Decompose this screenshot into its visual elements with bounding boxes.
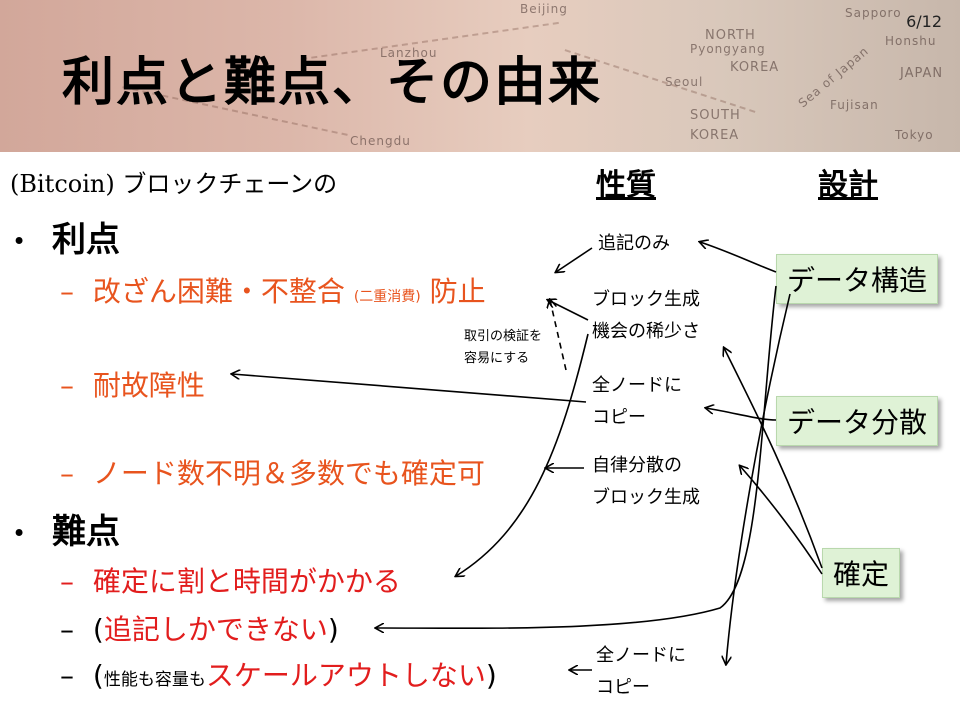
map-label: Sapporo (845, 6, 902, 20)
merits-heading-text: 利点 (52, 220, 120, 260)
merit-fault-text: 耐故障性 (92, 369, 205, 402)
property-copy-line1: 全ノードに (592, 375, 682, 396)
demerit-no-scaleout: – (性能も容量もスケールアウトしない) (60, 654, 497, 694)
subtitle: (Bitcoin) ブロックチェーンの (10, 170, 338, 198)
map-label: Seoul (665, 75, 704, 89)
demerit-append-text: 追記しかできない (103, 613, 328, 646)
demerit-scale-open: ( (92, 659, 104, 692)
slide-title: 利点と難点、その由来 (62, 53, 603, 113)
property-scarcity-line1: ブロック生成 (592, 289, 700, 310)
merit-tamper-end: 防止 (429, 275, 486, 308)
property-copy-all-nodes-2: 全ノードに コピー (596, 640, 686, 704)
design-finality-box: 確定 (822, 548, 901, 598)
property-autonomous-line2: ブロック生成 (592, 487, 700, 508)
map-label: Lanzhou (380, 46, 438, 60)
demerit-append-only: – (追記しかできない) (60, 608, 339, 648)
property-copy2-line1: 全ノードに (596, 645, 686, 666)
map-label: KOREA (730, 60, 780, 75)
arrow-append-to-tamper (556, 247, 593, 272)
property-autonomous-generation: 自律分散の ブロック生成 (592, 450, 700, 514)
arrow-structure-to-append-only-demerit (376, 285, 777, 628)
bullet-dot-icon: • (12, 519, 27, 548)
dash-icon: – (60, 275, 74, 308)
map-label: JAPAN (900, 66, 944, 81)
map-label: Chengdu (350, 134, 411, 148)
demerits-heading-text: 難点 (52, 512, 120, 552)
merit-tamper-small: (二重消費) (353, 289, 421, 305)
bullet-dot-icon: • (12, 227, 27, 256)
dash-icon: – (60, 457, 74, 490)
column-header-design: 設計 (818, 168, 878, 203)
property-append-only: 追記のみ (598, 233, 670, 254)
map-label: Fujisan (830, 98, 879, 112)
arrow-note-to-tamper (550, 300, 567, 371)
dash-icon: – (60, 659, 74, 692)
demerits-heading: • 難点 (12, 504, 120, 553)
property-copy2-line2: コピー (596, 677, 650, 698)
verification-note-line1: 取引の検証を (464, 329, 543, 344)
map-label: Tokyo (895, 128, 934, 142)
map-label: Pyongyang (690, 42, 766, 56)
arrow-distribution-to-copy (706, 408, 777, 421)
property-autonomous-line1: 自律分散の (592, 455, 682, 476)
title-banner: Beijing NORTH Pyongyang KOREA Seoul SOUT… (0, 0, 960, 152)
demerit-finality-time: – 確定に割と時間がかかる (60, 560, 401, 600)
arrow-scarcity-to-tamper (548, 300, 589, 321)
column-header-property: 性質 (596, 168, 656, 203)
map-label: NORTH (705, 28, 756, 43)
property-copy-all-nodes: 全ノードに コピー (592, 370, 682, 434)
map-label: KOREA (690, 128, 740, 143)
property-scarcity: ブロック生成 機会の稀少さ (592, 284, 700, 348)
arrow-structure-to-copy2 (726, 293, 791, 664)
map-label: Beijing (520, 2, 568, 16)
map-label: SOUTH (690, 108, 741, 123)
property-scarcity-line2: 機会の稀少さ (592, 321, 700, 342)
arrow-copy-to-fault (232, 374, 587, 403)
arrow-finality-to-autonomous (740, 466, 823, 575)
design-data-distribution-box: データ分散 (776, 396, 939, 446)
arrow-scarcity-to-finality (456, 333, 589, 576)
property-copy-line2: コピー (592, 407, 646, 428)
map-label: Honshu (885, 34, 937, 48)
demerit-scale-close: ) (485, 659, 497, 692)
demerit-append-close: ) (327, 613, 339, 646)
merits-heading: • 利点 (12, 212, 120, 261)
arrow-finality-to-scarcity (724, 348, 823, 569)
merit-tamper-main: 改ざん困難・不整合 (92, 275, 345, 308)
merit-unknown-nodes: – ノード数不明＆多数でも確定可 (60, 452, 485, 492)
page-number: 6/12 (906, 12, 942, 31)
merit-fault-tolerance: – 耐故障性 (60, 364, 205, 404)
demerit-scale-small: 性能も容量も (103, 670, 206, 690)
arrow-structure-to-append (700, 242, 777, 273)
merit-tamper-resistance: – 改ざん困難・不整合 (二重消費) 防止 (60, 270, 486, 310)
verification-note-line2: 容易にする (464, 351, 530, 366)
dash-icon: – (60, 613, 74, 646)
dash-icon: – (60, 565, 74, 598)
demerit-finality-text: 確定に割と時間がかかる (92, 565, 401, 598)
design-data-structure-box: データ構造 (776, 254, 939, 304)
merit-nodes-text: ノード数不明＆多数でも確定可 (92, 457, 485, 490)
demerit-append-open: ( (92, 613, 104, 646)
demerit-scale-text: スケールアウトしない (205, 659, 486, 692)
dash-icon: – (60, 369, 74, 402)
verification-note: 取引の検証を 容易にする (464, 326, 542, 370)
